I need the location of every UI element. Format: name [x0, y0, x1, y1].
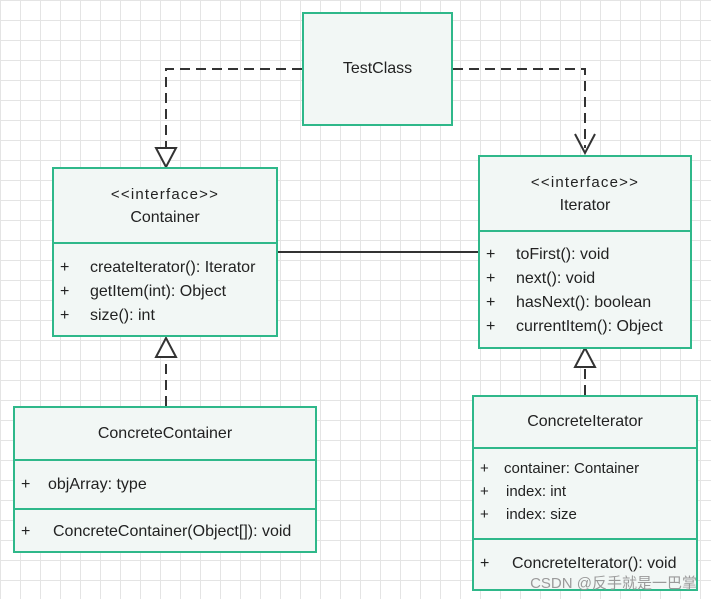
concrete-iterator-attribute: + index: size — [474, 503, 696, 526]
method-label: getItem(int): Object — [90, 283, 227, 300]
container-method: + getItem(int): Object — [54, 280, 276, 304]
visibility-public: + — [486, 294, 496, 311]
container-method: + createIterator(): Iterator — [54, 256, 276, 280]
visibility-public: + — [486, 246, 496, 263]
dependency-testclass-iterator — [453, 68, 586, 148]
concrete-iterator-methods: + ConcreteIterator(): void — [474, 538, 696, 576]
container-stereotype: <<interface>> — [110, 185, 220, 203]
visibility-public: + — [60, 283, 70, 300]
attribute-label: container: Container — [504, 460, 640, 477]
concrete-iterator-method: + ConcreteIterator(): void — [474, 552, 696, 576]
method-label: ConcreteIterator(): void — [512, 555, 677, 572]
iterator-method: + next(): void — [480, 267, 690, 291]
iterator-stereotype: <<interface>> — [530, 173, 640, 191]
concrete-iterator-name: ConcreteIterator — [527, 413, 643, 430]
concrete-container-name: ConcreteContainer — [97, 424, 233, 442]
iterator-interface-box[interactable]: <<interface>> Iterator + toFirst(): void… — [478, 155, 692, 349]
visibility-public: + — [21, 476, 31, 493]
method-label: hasNext(): boolean — [516, 294, 652, 311]
concrete-iterator-attributes: + container: Container + index: int + in… — [474, 447, 696, 538]
concrete-container-methods: + ConcreteContainer(Object[]): void — [15, 508, 315, 544]
method-label: next(): void — [516, 270, 596, 287]
visibility-public: + — [480, 483, 489, 500]
dependency-testclass-container — [165, 68, 302, 148]
container-interface-box[interactable]: <<interface>> Container + createIterator… — [52, 167, 278, 337]
iterator-methods: + toFirst(): void + next(): void + hasNe… — [480, 230, 690, 339]
method-label: currentItem(): Object — [516, 318, 663, 335]
iterator-method: + currentItem(): Object — [480, 315, 690, 339]
visibility-public: + — [480, 506, 489, 523]
visibility-public: + — [60, 307, 70, 324]
concrete-iterator-box[interactable]: ConcreteIterator + container: Container … — [472, 395, 698, 591]
concrete-container-attributes: + objArray: type — [15, 459, 315, 508]
visibility-public: + — [486, 270, 496, 287]
iterator-header: <<interface>> Iterator — [480, 157, 690, 230]
iterator-name: Iterator — [559, 196, 611, 214]
visibility-public: + — [60, 259, 70, 276]
concrete-iterator-attribute: + index: int — [474, 480, 696, 503]
watermark: CSDN @反手就是一巴掌 — [530, 575, 697, 592]
visibility-public: + — [486, 318, 496, 335]
container-name: Container — [130, 208, 200, 226]
visibility-public: + — [480, 555, 490, 572]
concrete-container-attribute: + objArray: type — [15, 473, 315, 497]
container-method: + size(): int — [54, 304, 276, 328]
method-label: ConcreteContainer(Object[]): void — [53, 523, 292, 540]
method-label: toFirst(): void — [516, 246, 610, 263]
container-methods: + createIterator(): Iterator + getItem(i… — [54, 242, 276, 328]
attribute-label: index: int — [506, 483, 567, 500]
concrete-container-header: ConcreteContainer — [15, 408, 315, 459]
concrete-iterator-header: ConcreteIterator — [474, 397, 696, 447]
attribute-label: objArray: type — [48, 476, 147, 493]
visibility-public: + — [21, 523, 31, 540]
testclass-name: TestClass — [342, 60, 413, 77]
iterator-method: + hasNext(): boolean — [480, 291, 690, 315]
concrete-container-method: + ConcreteContainer(Object[]): void — [15, 520, 315, 544]
arrowhead-iterator-top — [574, 133, 596, 156]
visibility-public: + — [480, 460, 489, 477]
concrete-container-box[interactable]: ConcreteContainer + objArray: type + Con… — [13, 406, 317, 553]
attribute-label: index: size — [506, 506, 577, 523]
iterator-method: + toFirst(): void — [480, 243, 690, 267]
testclass-box[interactable]: TestClass — [302, 12, 453, 126]
method-label: size(): int — [90, 307, 155, 324]
container-header: <<interface>> Container — [54, 169, 276, 242]
concrete-iterator-attribute: + container: Container — [474, 457, 696, 480]
arrowhead-container-top — [154, 147, 178, 170]
arrowhead-iterator-bottom — [573, 345, 597, 368]
method-label: createIterator(): Iterator — [90, 259, 256, 276]
arrowhead-container-bottom — [154, 335, 178, 358]
